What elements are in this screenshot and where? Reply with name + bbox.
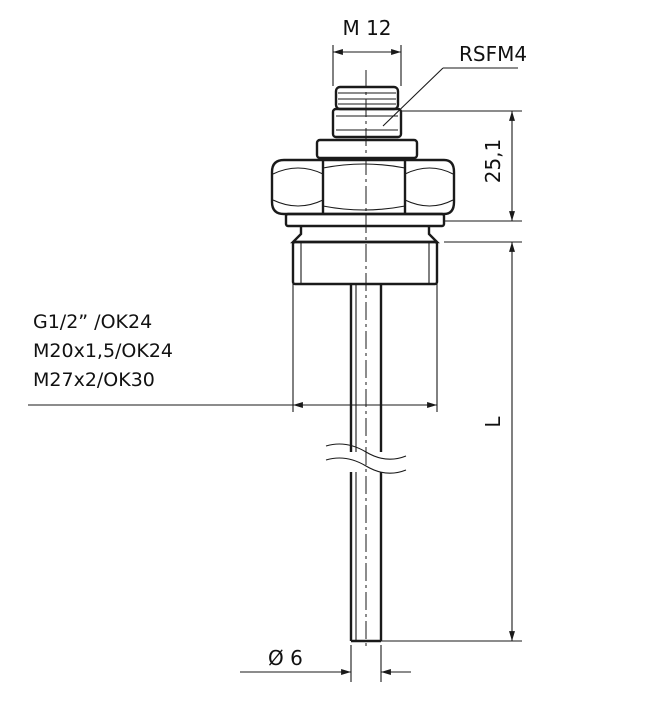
thread-label-2: M20x1,5/OK24 <box>33 340 173 362</box>
flange <box>284 212 446 228</box>
dim-thread-width: G1/2” /OK24 M20x1,5/OK24 M27x2/OK30 <box>28 284 438 412</box>
sensor-body <box>270 70 456 648</box>
neck <box>290 226 440 244</box>
height-label: 25,1 <box>481 139 505 184</box>
thread-label-3: M27x2/OK30 <box>33 369 155 391</box>
length-label: L <box>481 416 505 428</box>
thread-label-1: G1/2” /OK24 <box>33 311 152 333</box>
diameter-label: Ø 6 <box>268 646 303 670</box>
rsfm4-label: RSFM4 <box>459 42 527 66</box>
dim-length: L <box>381 241 522 642</box>
probe-stem <box>349 284 383 643</box>
thread-body <box>291 240 439 286</box>
dim-m12: M 12 <box>332 16 402 86</box>
rsfm4-callout: RSFM4 <box>382 42 527 127</box>
dim-diameter: Ø 6 <box>240 645 411 682</box>
m12-label: M 12 <box>342 16 391 40</box>
dim-height: 25,1 <box>402 110 522 222</box>
m12-connector <box>331 85 403 139</box>
hex-nut <box>270 158 456 216</box>
collar <box>315 138 419 160</box>
